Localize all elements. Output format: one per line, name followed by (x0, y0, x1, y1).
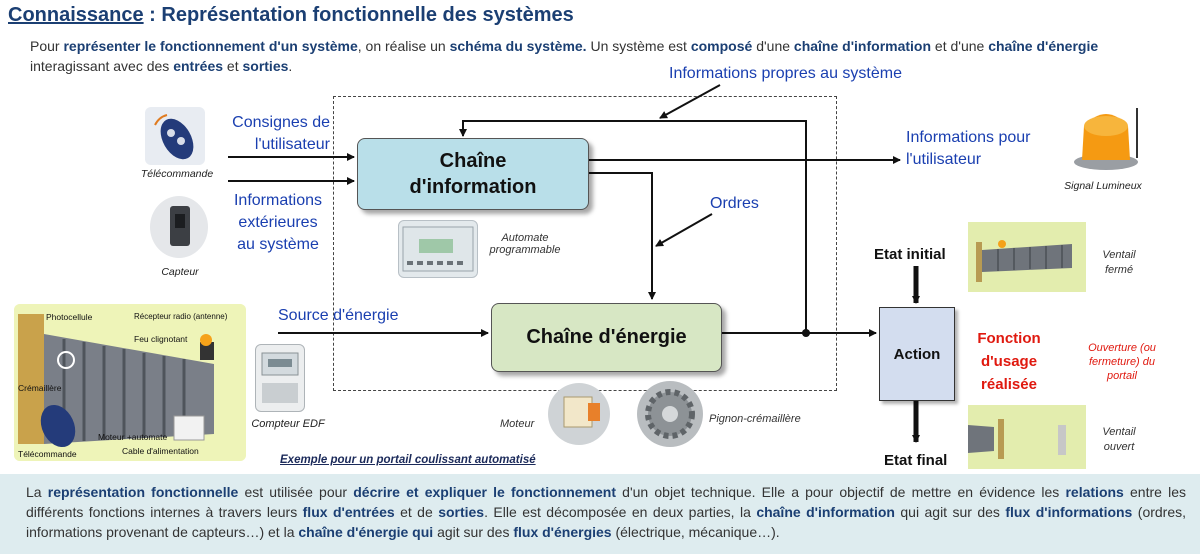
pignon-caption: Pignon-crémaillère (709, 413, 801, 425)
signal-lumineux-image (1066, 98, 1146, 174)
feu-label: Feu clignotant (134, 334, 188, 344)
action-box: Action (879, 307, 955, 401)
ordres-label: Ordres (710, 195, 759, 212)
sensor-icon (170, 206, 190, 246)
etat-initial-label: Etat initial (874, 246, 946, 263)
recepteur-label: Récepteur radio (antenne) (134, 312, 228, 321)
feedback-loop (459, 120, 807, 332)
telecommande-caption: Télécommande (140, 168, 214, 180)
gate-illustration (14, 304, 246, 461)
automate-image (398, 220, 478, 278)
exemple-caption: Exemple pour un portail coulissant autom… (280, 454, 536, 466)
remote-icon (154, 114, 194, 160)
junction-dot (802, 329, 810, 337)
telecommande-image (145, 107, 205, 165)
gate-telecommande-label: Télécommande (18, 449, 77, 459)
source-label: Source d'énergie (278, 307, 399, 324)
closed-gate-illustration (968, 222, 1086, 292)
capteur-image (150, 196, 208, 258)
signal-caption: Signal Lumineux (1064, 180, 1142, 192)
ventail-ferme-image (968, 222, 1086, 292)
portail-image (14, 304, 246, 461)
plc-icon (402, 226, 474, 272)
ventail-ouvert-image (968, 405, 1086, 469)
infos-propres-label: Informations propres au système (669, 65, 902, 82)
etat-final-label: Etat final (884, 452, 948, 469)
pignon-image (637, 381, 703, 447)
compteur-caption: Compteur EDF (251, 418, 325, 430)
capteur-caption: Capteur (161, 266, 199, 278)
moteur-caption: Moteur (500, 418, 535, 430)
beacon-icon (1074, 108, 1138, 170)
footer-paragraph: La représentation fonctionnelle est util… (0, 474, 1200, 554)
moteur-auto-label: Moteur +automate (98, 432, 168, 442)
cable-label: Cable d'alimentation (122, 446, 199, 456)
moteur-image (548, 383, 610, 445)
gear-icon (645, 389, 695, 439)
compteur-image (255, 344, 305, 412)
intro-paragraph: Pour représenter le fonctionnement d'un … (30, 38, 1099, 74)
motor-icon (563, 396, 600, 428)
page-title: Connaissance : Représentation fonctionne… (8, 4, 574, 26)
cremaillere-label: Crémaillère (18, 383, 62, 393)
open-gate-illustration (968, 405, 1086, 469)
infos-propres-arrow (659, 84, 721, 119)
chaine-energie-box: Chaîne d'énergie (491, 303, 722, 372)
ordres-arrow (655, 213, 713, 247)
meter-icon (261, 352, 299, 403)
photocellule-label: Photocellule (46, 312, 93, 322)
ordres-line (588, 172, 656, 300)
